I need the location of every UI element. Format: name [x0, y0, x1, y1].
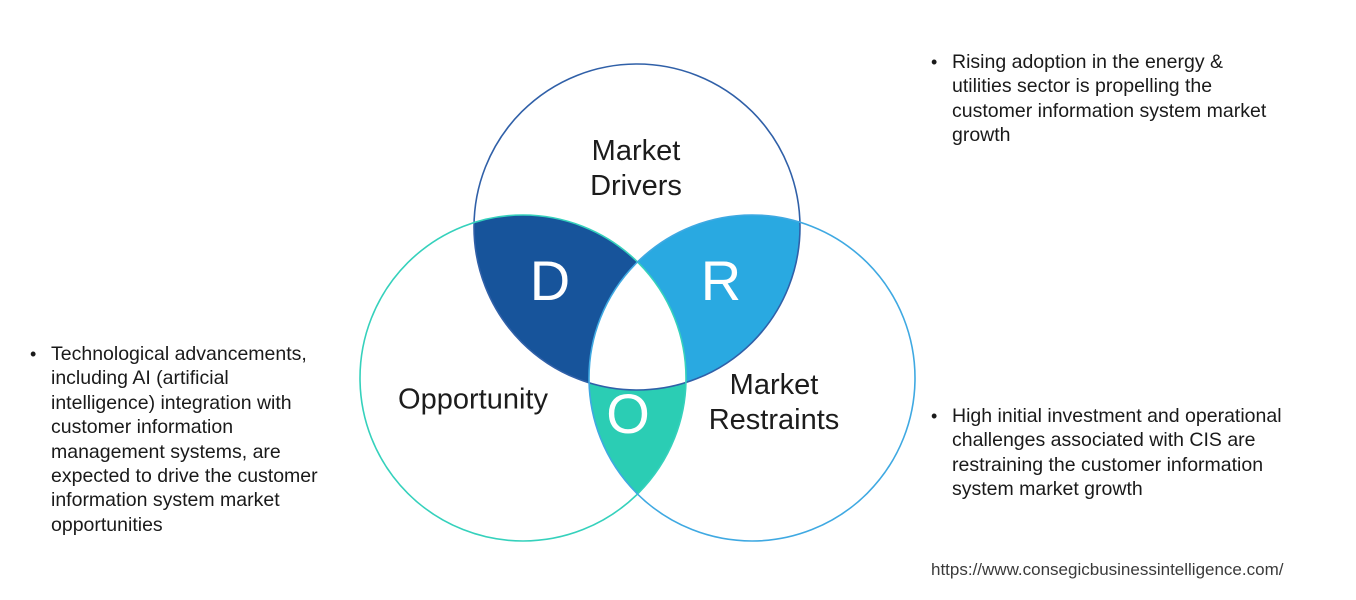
restraints-circle-label: Market Restraints [708, 369, 840, 436]
opportunity-circle-label: Opportunity [398, 383, 548, 416]
opportunity-note: • Technological advancements, including … [30, 342, 375, 537]
restraints-note: • High initial investment and operationa… [931, 404, 1343, 502]
drivers-lens-letter: D [529, 249, 571, 312]
drivers-note: • Rising adoption in the energy & utilit… [931, 50, 1343, 148]
source-url: https://www.consegicbusinessintelligence… [931, 560, 1284, 579]
bullet-icon: • [931, 52, 938, 72]
drivers-circle-label: Market Drivers [590, 135, 682, 202]
restraints-lens-letter: R [700, 249, 742, 312]
opportunity-lens-letter: O [606, 382, 650, 445]
bullet-icon: • [30, 344, 37, 364]
drivers-note-text: Rising adoption in the energy & utilitie… [952, 51, 1267, 147]
opportunity-note-text: Technological advancements, including AI… [51, 343, 318, 536]
bullet-icon: • [931, 406, 938, 426]
opportunity-circle-outline [359, 214, 687, 542]
restraints-circle-outline [588, 214, 916, 542]
drivers-circle-outline [473, 63, 801, 391]
restraints-note-text: High initial investment and operational … [952, 405, 1282, 501]
